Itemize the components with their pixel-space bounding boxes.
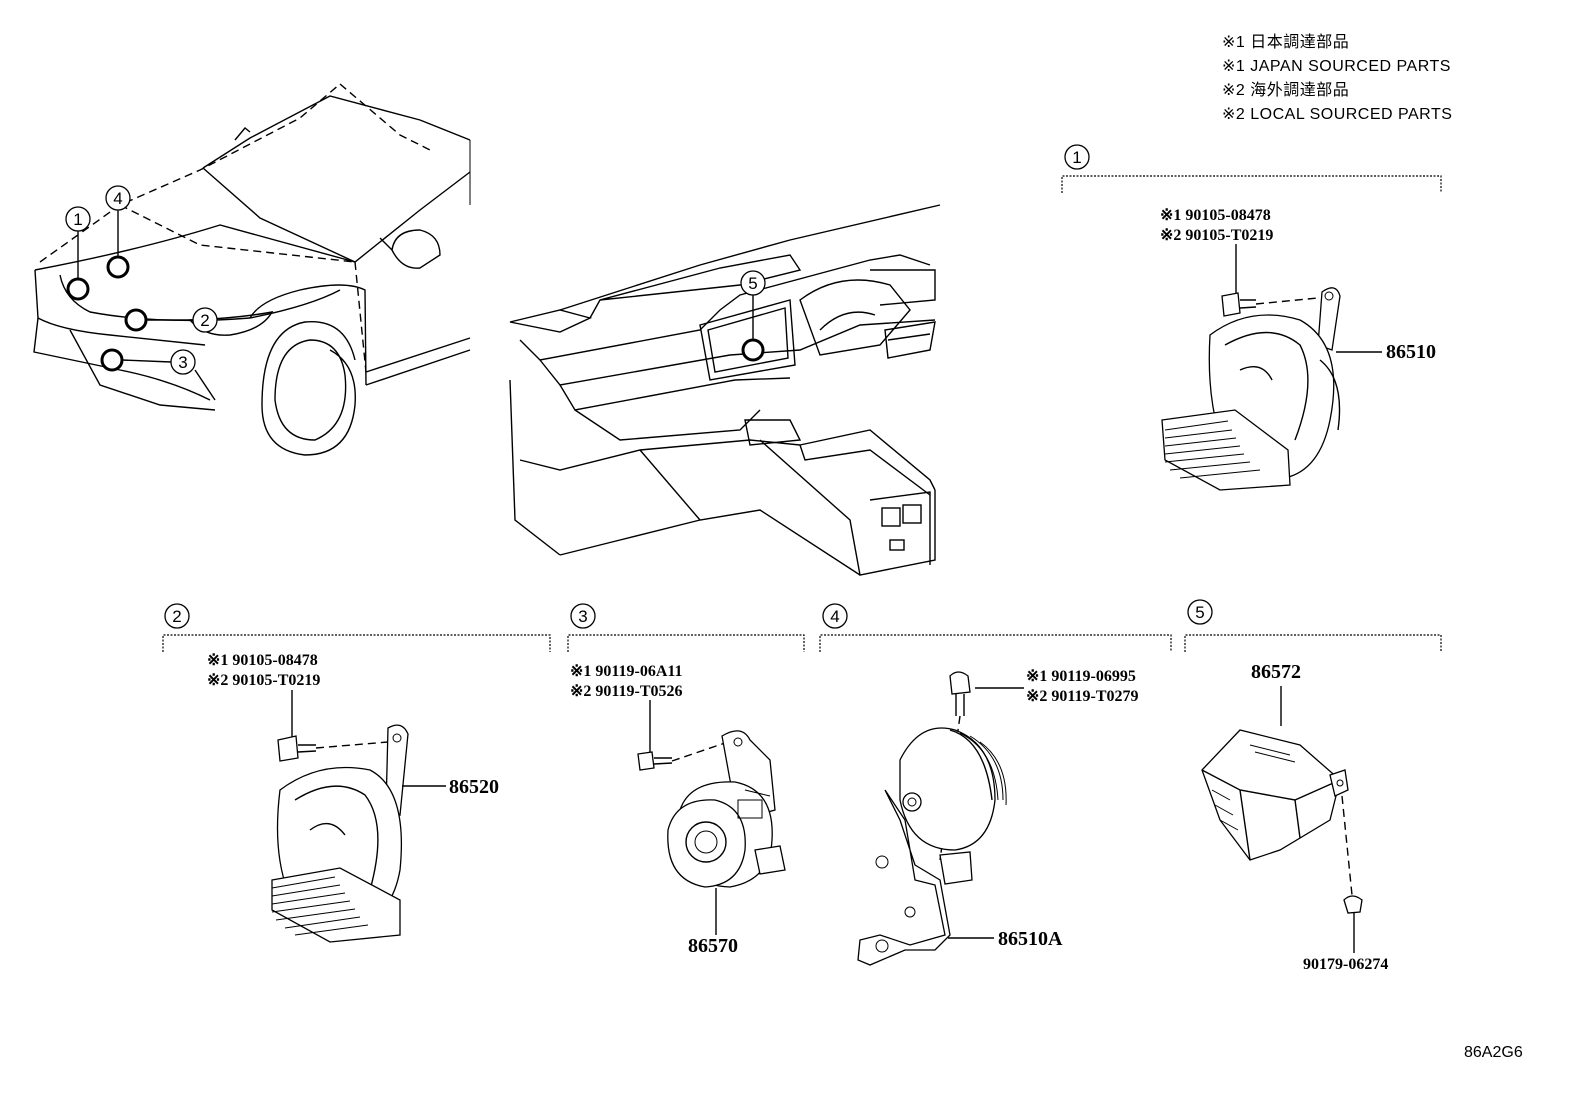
sourcing-legend: ※1 日本調達部品 ※1 JAPAN SOURCED PARTS ※2 海外調達… — [1222, 33, 1452, 123]
legend-line-2: ※1 JAPAN SOURCED PARTS — [1222, 58, 1451, 75]
callout-2-location — [124, 308, 148, 332]
callout-1-location — [66, 277, 90, 301]
group-3-number-circle — [570, 603, 596, 629]
callout-5-location — [741, 338, 765, 362]
group-5-fastener-icon — [1343, 895, 1363, 914]
group-4-bolt-icon — [949, 671, 971, 695]
group-3: 3 ※1 90119-06A11 ※2 90119-T0526 86570 — [567, 603, 805, 957]
car-front-illustration — [33, 83, 471, 456]
legend-line-4: ※2 LOCAL SOURCED PARTS — [1222, 106, 1452, 123]
group-1: 1 ※1 90105-08478 ※2 90105-T0219 86510 — [1061, 144, 1442, 491]
group-4: 4 ※1 90119-06995 ※2 90119-T0279 86510A — [819, 603, 1172, 966]
group-2-number-circle — [164, 603, 190, 629]
group-2: 2 ※1 90105-08478 ※2 90105-T0219 86520 — [162, 603, 551, 943]
group-2-bolt-icon — [277, 735, 299, 762]
diagram-code: 86A2G6 — [1464, 1044, 1523, 1061]
group-3-part-number: 86570 — [688, 935, 738, 957]
buzzer-86570-icon — [667, 730, 786, 888]
group-4-bracket — [819, 634, 1172, 652]
group-2-bracket — [162, 634, 551, 652]
group-5-part-number: 86572 — [1251, 661, 1301, 683]
group-4-number-circle — [822, 603, 848, 629]
group-2-number: 2 — [172, 607, 181, 626]
group-4-bolt-japan: ※1 90119-06995 — [1026, 668, 1136, 685]
callout-2-label: 2 — [200, 311, 209, 330]
callout-5-label: 5 — [748, 274, 757, 293]
group-1-part-number: 86510 — [1386, 341, 1436, 363]
horn-86510-icon — [1161, 287, 1341, 491]
dashboard-illustration — [509, 204, 941, 576]
group-1-bolt-icon — [1221, 292, 1241, 317]
callout-1-label: 1 — [73, 210, 82, 229]
group-3-bracket — [567, 634, 805, 652]
legend-line-3: ※2 海外調達部品 — [1222, 81, 1349, 99]
group-5-number-circle — [1187, 599, 1213, 625]
horn-86520-icon — [271, 724, 409, 943]
group-1-bolt-japan: ※1 90105-08478 — [1160, 207, 1271, 224]
group-2-bolt-japan: ※1 90105-08478 — [207, 652, 318, 669]
group-1-bolt-local: ※2 90105-T0219 — [1160, 227, 1273, 244]
group-1-bracket — [1061, 175, 1442, 193]
group-1-number-circle — [1064, 144, 1090, 170]
group-4-number: 4 — [830, 607, 839, 626]
group-1-number: 1 — [1072, 148, 1081, 167]
group-5-fastener-number: 90179-06274 — [1303, 956, 1388, 973]
callout-3-label: 3 — [178, 353, 187, 372]
group-5-bracket — [1184, 634, 1442, 652]
callout-3-circle — [170, 349, 196, 375]
callout-3-location — [100, 348, 124, 372]
callout-4-location — [106, 255, 130, 279]
callout-2-circle — [192, 307, 218, 333]
group-3-bolt-local: ※2 90119-T0526 — [570, 683, 683, 700]
group-2-part-number: 86520 — [449, 776, 499, 798]
car-callouts: 1 4 2 3 — [65, 185, 218, 375]
group-3-number: 3 — [578, 607, 587, 626]
group-2-bolt-local: ※2 90105-T0219 — [207, 672, 320, 689]
legend-line-1: ※1 日本調達部品 — [1222, 33, 1349, 51]
group-3-bolt-japan: ※1 90119-06A11 — [570, 663, 683, 680]
callout-4-label: 4 — [113, 189, 122, 208]
horn-86510A-icon — [857, 727, 1007, 966]
group-4-bolt-local: ※2 90119-T0279 — [1026, 688, 1139, 705]
controller-86572-icon — [1201, 729, 1349, 861]
group-5-number: 5 — [1195, 603, 1204, 622]
group-4-part-number: 86510A — [998, 928, 1063, 950]
group-5: 5 86572 90179-06274 — [1184, 599, 1442, 973]
group-3-bolt-icon — [637, 751, 655, 771]
dash-callout: 5 — [740, 270, 766, 362]
